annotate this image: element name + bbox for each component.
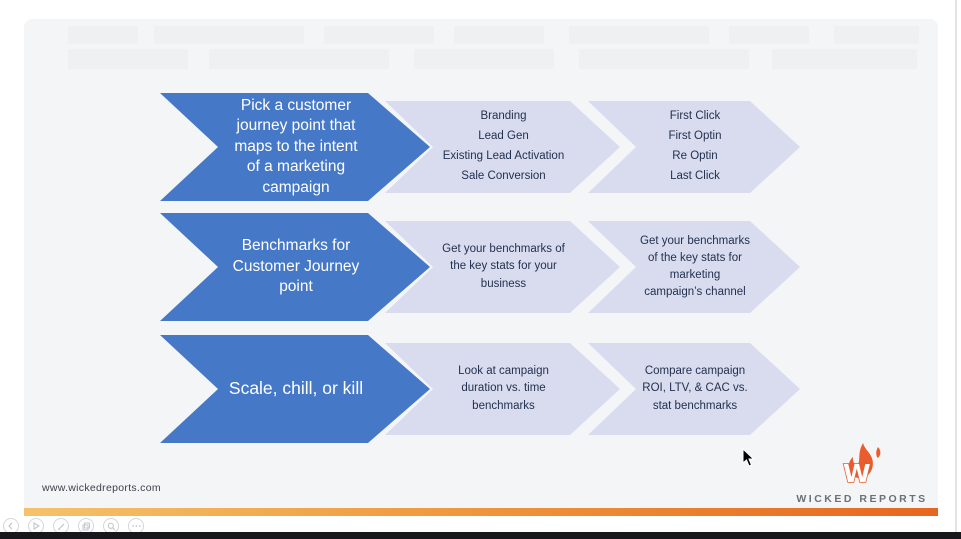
ghost-block [729, 26, 809, 44]
ghost-block [68, 49, 188, 69]
more-icon [131, 524, 141, 528]
chevron-journey-point: Pick a customer journey point that maps … [160, 93, 430, 201]
ghost-block [414, 49, 554, 69]
chevron-label: Look at campaign duration vs. time bench… [458, 365, 549, 412]
chevron-label: Compare campaign ROI, LTV, & CAC vs. sta… [642, 365, 748, 412]
window-right-edge [955, 0, 957, 532]
website-url: www.wickedreports.com [42, 482, 161, 494]
ghost-block [579, 49, 749, 69]
chevron-label: Scale, chill, or kill [228, 378, 364, 399]
zoom-icon [107, 522, 116, 531]
chevron-label: Benchmarks for Customer Journey point [232, 237, 360, 296]
previous-icon [7, 522, 15, 530]
brand-lockup: W WICKED REPORTS [796, 442, 925, 505]
chevron-label: Get your benchmarks of the key stats for… [640, 234, 750, 299]
ghost-block [569, 26, 709, 44]
chevron-scale-chill-kill: Scale, chill, or kill [160, 335, 430, 443]
ghost-block [834, 26, 919, 44]
ghost-block [68, 26, 138, 44]
flame-leaf-shape [876, 447, 881, 458]
flame-shape [848, 443, 873, 479]
ghost-block [454, 26, 544, 44]
wicked-reports-flame-logo-icon: W [838, 442, 886, 491]
accent-bar [24, 508, 938, 516]
mouse-cursor [742, 447, 756, 473]
ghost-block [324, 26, 434, 44]
copy-button[interactable] [78, 518, 94, 534]
slide-canvas: Pick a customer journey point that maps … [24, 19, 938, 508]
bottom-bar [0, 532, 961, 539]
chevron-label: Get your benchmarks of the key stats for… [442, 243, 565, 290]
more-button[interactable] [128, 518, 144, 534]
chevron-label: First Click First Optin Re Optin Last Cl… [668, 110, 722, 182]
chevron-benchmarks: Benchmarks for Customer Journey point [160, 213, 430, 321]
ghost-block [209, 49, 389, 69]
logo-letter-w: W [843, 459, 871, 486]
play-icon [32, 522, 40, 530]
brand-name: WICKED REPORTS [796, 493, 928, 505]
ghost-block [154, 26, 304, 44]
chevron-label: Branding Lead Gen Existing Lead Activati… [442, 110, 565, 182]
ghost-block [772, 49, 917, 69]
chevron-label: Pick a customer journey point that maps … [234, 96, 358, 196]
edit-icon [57, 522, 66, 531]
copy-icon [82, 522, 91, 531]
